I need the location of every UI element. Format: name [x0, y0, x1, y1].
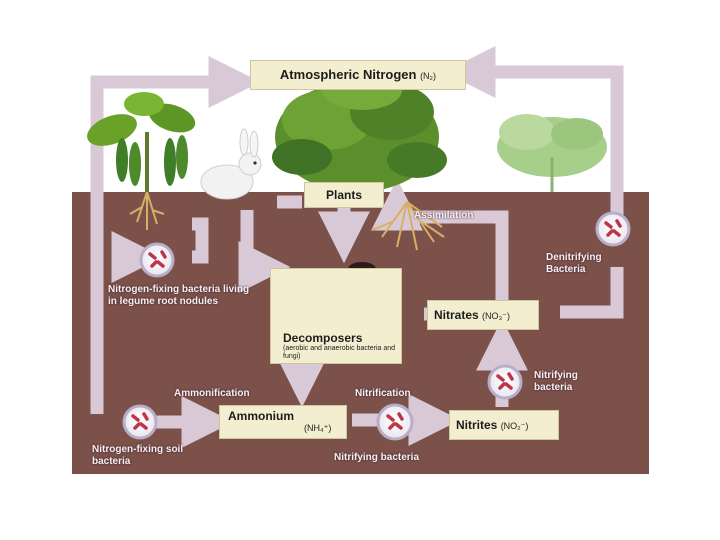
decomposers-description: (aerobic and anaerobic bacteria and fung…	[283, 345, 396, 360]
bacteria-cell-nitrifying-right	[487, 364, 523, 400]
plants-label: Plants	[325, 188, 362, 202]
assimilation-arrow	[371, 178, 509, 300]
denitrifying-bacteria-label: Denitrifying Bacteria	[546, 252, 602, 275]
nitrifying-bacteria-right-label: Nitrifying bacteria	[534, 370, 578, 393]
bacteria-cell-denitrifying	[595, 211, 631, 247]
nitrites-formula: (NO₂⁻)	[500, 421, 529, 431]
legume-roots	[129, 191, 165, 230]
legume-plant	[87, 92, 196, 192]
decomposers-label: Decomposers	[283, 331, 363, 345]
soil-fixation-arrow	[90, 56, 261, 414]
nitrates-formula: (NO₃⁻)	[482, 311, 510, 321]
decomposers-box: Decomposers (aerobic and anaerobic bacte…	[270, 268, 402, 364]
ammonium-label: Ammonium	[228, 409, 294, 423]
ammonification-label: Ammonification	[174, 388, 250, 399]
nitrification-label: Nitrification	[355, 388, 411, 399]
grass-roots	[371, 201, 445, 251]
atmospheric-nitrogen-formula: (N₂)	[420, 71, 437, 81]
far-plant	[497, 114, 607, 192]
nitrates-label: Nitrates	[434, 308, 479, 322]
bacteria-cell-soil	[122, 404, 158, 440]
bacteria-cell-nitrification	[376, 403, 414, 441]
atmospheric-nitrogen-box: Atmospheric Nitrogen (N₂)	[250, 60, 466, 90]
ammonium-box: Ammonium (NH₄⁺)	[219, 405, 347, 439]
nitrifying-bacteria-bottom-label: Nitrifying bacteria	[334, 452, 420, 463]
plant-to-decomposer	[238, 210, 291, 293]
rabbit	[200, 128, 262, 200]
nitrites-box: Nitrites (NO₂⁻)	[449, 410, 559, 440]
bacteria-cell-nodules	[139, 242, 175, 278]
nitrites-label: Nitrites	[456, 418, 498, 432]
nitrates-box: Nitrates (NO₃⁻)	[427, 300, 539, 330]
nitrates-to-denitrify	[560, 267, 624, 319]
nitrogen-cycle-diagram: Atmospheric Nitrogen (N₂) Plants Decompo…	[72, 42, 649, 474]
nodule-loop	[192, 217, 209, 264]
soil-bacteria-label: Nitrogen-fixing soil bacteria	[92, 444, 184, 467]
ammonium-formula: (NH₄⁺)	[304, 423, 332, 433]
plants-box: Plants	[304, 182, 384, 208]
nodule-bacteria-label: Nitrogen-fixing bacteria living in legum…	[108, 284, 250, 307]
assimilation-label: Assimilation	[414, 210, 474, 221]
atmospheric-nitrogen-label: Atmospheric Nitrogen	[279, 67, 417, 82]
denitrification-arrow	[443, 46, 624, 232]
